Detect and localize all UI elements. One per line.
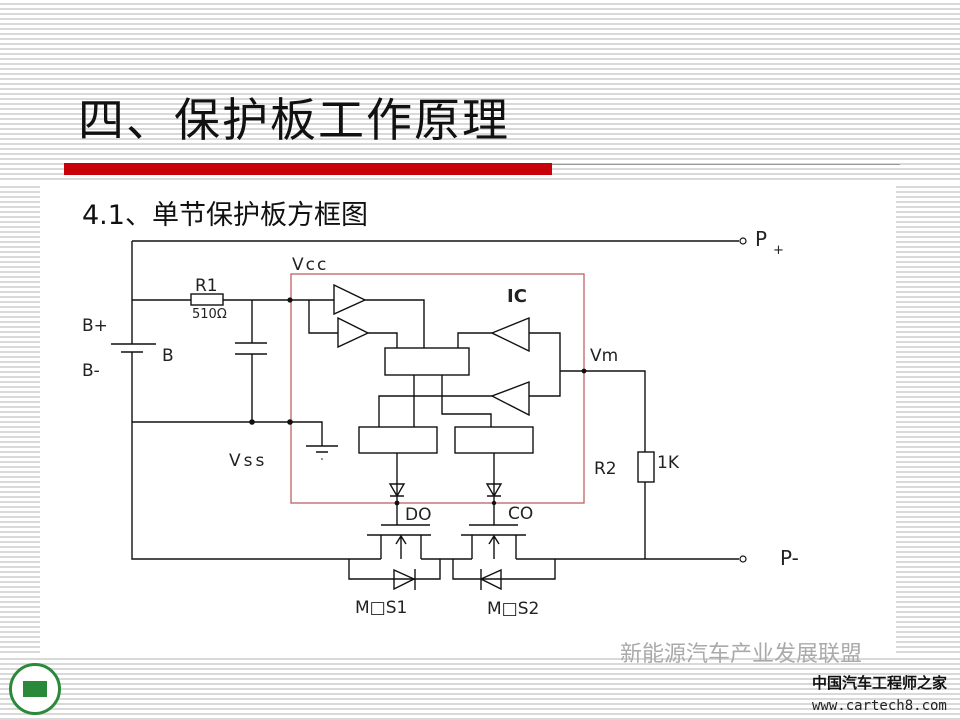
label-p-plus-sub: + [773,243,784,258]
slide-title: 四、保护板工作原理 [78,93,510,147]
watermark-url: www.cartech8.com [812,698,947,714]
buffers [333,283,530,417]
label-b-plus: B+ [82,316,108,336]
institution-logo [9,663,61,715]
label-vcc: Vcc [292,255,328,275]
terminal-p-minus [739,555,747,563]
label-mos1: M□S1 [355,598,407,618]
label-do: DO [405,505,431,525]
background-stripes-bottom [0,655,960,720]
charge-driver-block [454,426,534,454]
battery-symbol [111,343,156,353]
label-r2: R2 [594,459,617,479]
label-mos2: M□S2 [487,599,539,619]
label-co: CO [508,504,533,524]
resistor-r1 [190,293,224,306]
mos2-transistor [452,524,556,591]
wires [131,240,739,560]
capacitor [235,342,267,355]
label-r2-value: 1K [657,453,680,473]
mos1-transistor [348,524,441,591]
label-r1-value: 510Ω [192,307,227,322]
background-stripes-top [0,0,960,183]
ground-icon [306,445,338,460]
junction-dots [249,297,587,506]
discharge-driver-block [358,426,438,454]
ic-box [290,273,585,504]
watermark-site-name: 中国汽车工程师之家 [812,674,948,692]
label-p-plus: P [755,227,767,251]
title-divider [552,164,900,165]
output-diodes [388,483,503,498]
resistor-r2 [637,451,655,483]
label-ic: IC [507,286,527,307]
background-stripes-left [0,183,40,720]
slide-subtitle: 4.1、单节保护板方框图 [82,200,368,231]
logic-block [384,347,470,376]
title-red-bar [64,163,552,175]
label-vss: Vss [229,451,267,471]
background-stripes-right [896,183,960,720]
label-r1: R1 [195,276,218,296]
terminal-p-plus [739,237,747,245]
label-battery: B [162,346,174,366]
label-p-minus: P- [780,546,799,570]
watermark-wechat: 新能源汽车产业发展联盟 [620,642,863,667]
label-vm: Vm [590,346,618,366]
label-b-minus: B- [82,361,100,381]
